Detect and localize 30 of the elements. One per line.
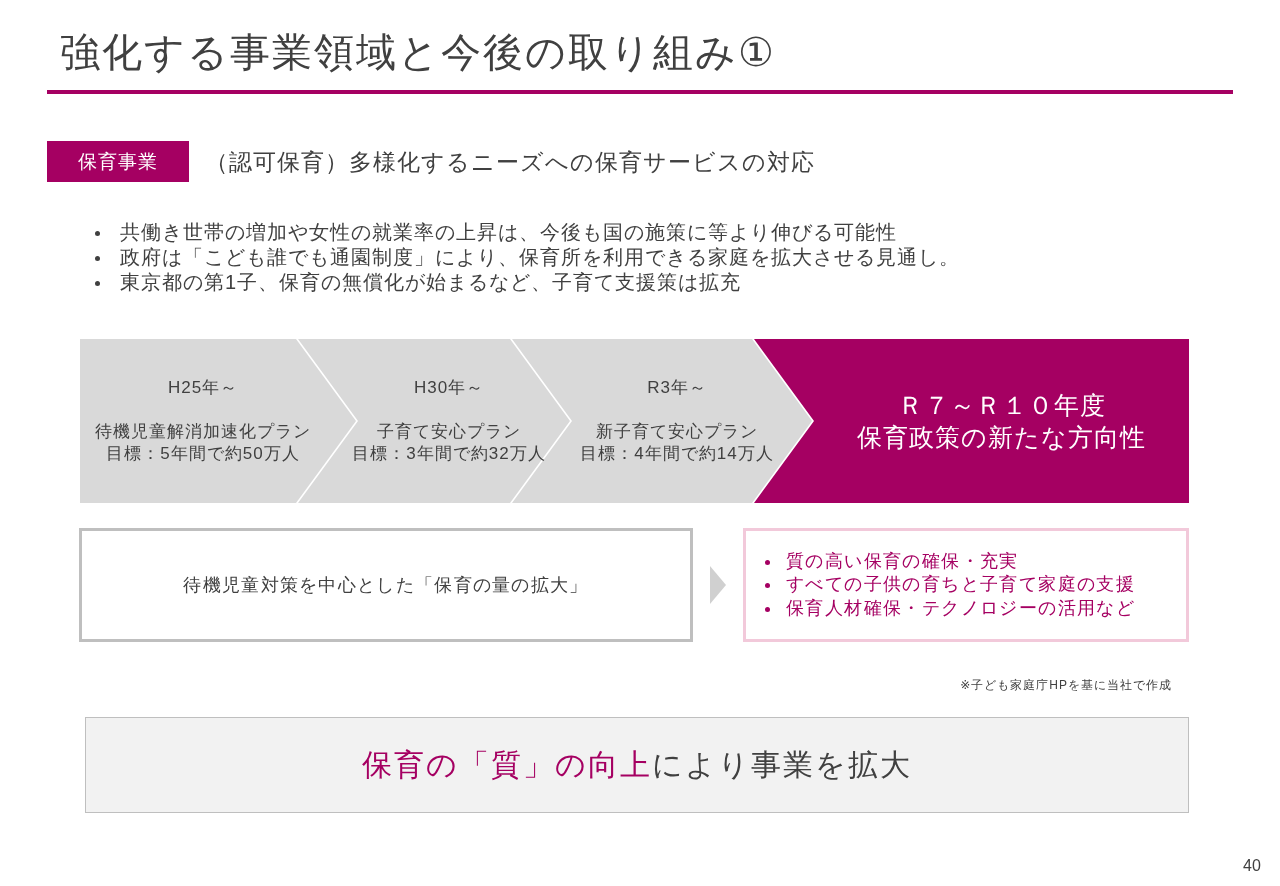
plan-text: 目標：5年間で約50万人 (106, 443, 300, 465)
chevron-step (80, 339, 356, 503)
policy-panel (79, 528, 693, 642)
period-label: H30年～ (413, 377, 485, 399)
plan-text: 待機児童解消加速化プラン (95, 421, 311, 443)
arrow (710, 566, 726, 604)
plan-text: 目標：3年間で約32万人 (352, 443, 546, 465)
bullet-text: すべての子供の育ちと子育て家庭の支援 (762, 573, 1136, 597)
bullet-text: 東京都の第1子、保育の無償化が始まるなど、子育て支援策は拡充 (92, 270, 742, 295)
policy-panel (743, 528, 1189, 642)
goal-heading: Ｒ７～Ｒ１０年度 (897, 390, 1106, 421)
period-label: H25年～ (167, 377, 239, 399)
conclusion-text: 保育の「質」の向上により事業を拡大 (362, 747, 912, 783)
panel-text: 待機児童対策を中心とした「保育の量の拡大」 (183, 574, 589, 597)
source-note: ※子ども家庭庁HPを基に当社で作成 (960, 677, 1172, 693)
conclusion-banner (85, 717, 1189, 813)
period-label: R3年～ (647, 377, 707, 399)
page-number: 40 (1243, 856, 1261, 876)
plan-text: 目標：4年間で約14万人 (580, 443, 774, 465)
category-tag (47, 141, 189, 182)
plan-text: 子育て安心プラン (377, 421, 521, 443)
bullet-text: 保育人材確保・テクノロジーの活用など (762, 596, 1136, 621)
bullet-text: 共働き世帯の増加や女性の就業率の上昇は、今後も国の施策に等より伸びる可能性 (92, 220, 897, 245)
tag-text: 保育事業 (78, 149, 158, 174)
bullet-text: 質の高い保育の確保・充実 (762, 549, 1019, 574)
goal-heading: 保育政策の新たな方向性 (857, 422, 1146, 453)
plan-text: 新子育て安心プラン (596, 421, 758, 443)
bullet-text: 政府は「こども誰でも通園制度」により、保育所を利用できる家庭を拡大させる見通し。 (92, 245, 960, 270)
slide-title: 強化する事業領域と今後の取り組み① (60, 29, 776, 76)
section-heading: （認可保育）多様化するニーズへの保育サービスの対応 (205, 148, 815, 176)
